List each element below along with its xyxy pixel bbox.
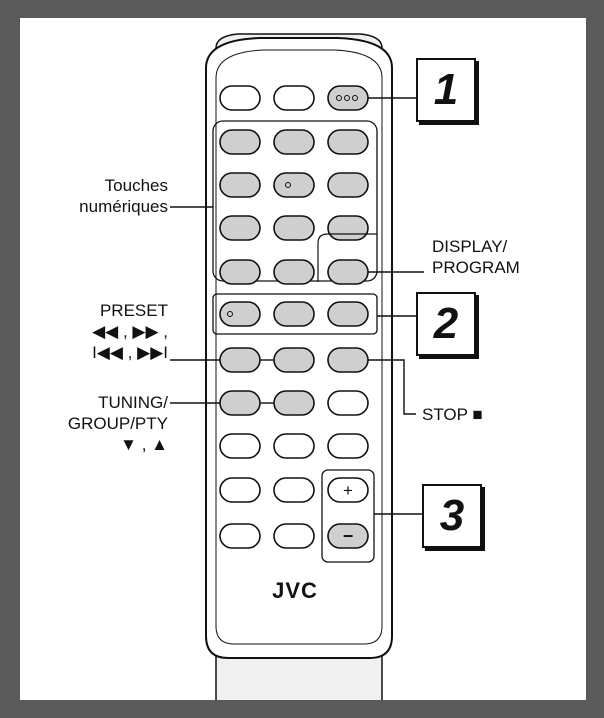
skip-forward-button[interactable] (273, 347, 315, 373)
plain-button-r7c2[interactable] (273, 433, 315, 459)
skip-back-button[interactable] (219, 347, 261, 373)
tuning-label-line2: GROUP/PTY (67, 414, 168, 433)
numeric-key-8[interactable] (273, 215, 315, 241)
mode-dot-icon (352, 95, 358, 101)
tuning-label-line1: TUNING/ (98, 393, 168, 412)
row2-button-left[interactable] (219, 301, 261, 327)
callout-2: 2 (416, 292, 476, 356)
numeric-bracket-line (317, 233, 377, 282)
brand-logo: JVC (272, 578, 318, 603)
volume-down-minus-icon: − (343, 526, 354, 546)
plain-button-r7c1[interactable] (219, 433, 261, 459)
plain-button-r9c2[interactable] (273, 523, 315, 549)
remote-illustration: + − JVC (170, 33, 424, 700)
tuning-label: TUNING/ GROUP/PTY ▼ , ▲ (68, 392, 168, 455)
volume-up-button[interactable] (327, 477, 369, 503)
display-label-line1: DISPLAY/ (432, 237, 508, 256)
preset-label-line2: ◀◀ , ▶▶ , (92, 322, 168, 341)
plain-button-r7c3[interactable] (327, 433, 369, 459)
callout-2-group-frame (212, 293, 378, 335)
numeric-key-5[interactable] (273, 172, 315, 198)
tuning-label-line3: ▼ , ▲ (120, 435, 168, 454)
tuning-up-button[interactable] (273, 390, 315, 416)
tuning-down-button[interactable] (219, 390, 261, 416)
display-program-label: DISPLAY/ PROGRAM (432, 236, 520, 278)
plain-button-r8c1[interactable] (219, 477, 261, 503)
mode-dot-icon (336, 95, 342, 101)
row2-dot-icon (227, 311, 233, 317)
stop-leader (368, 359, 416, 415)
row2-button-right[interactable] (327, 301, 369, 327)
preset-label-line1: PRESET (99, 301, 168, 320)
display-program-button[interactable] (327, 259, 369, 285)
volume-up-plus-icon: + (343, 481, 353, 500)
volume-down-button[interactable] (327, 523, 369, 549)
mode-button[interactable] (327, 85, 369, 111)
preset-label: PRESET ◀◀ , ▶▶ , I◀◀ , ▶▶I (92, 300, 168, 363)
plain-button-r9c1[interactable] (219, 523, 261, 549)
touches-label-line2: numériques (79, 197, 168, 216)
numeric-key-10[interactable] (219, 259, 261, 285)
function-button[interactable] (273, 85, 315, 111)
touches-label: Touches numériques (79, 175, 168, 217)
numeric-key-7[interactable] (219, 215, 261, 241)
numeric-key-5-dot-icon (285, 182, 291, 188)
stop-button[interactable] (327, 347, 369, 373)
numeric-key-6[interactable] (327, 172, 369, 198)
plain-button-r6c3[interactable] (327, 390, 369, 416)
power-button[interactable] (219, 85, 261, 111)
callout-3: 3 (422, 484, 482, 548)
numeric-key-9[interactable] (327, 215, 369, 241)
mode-dot-icon (344, 95, 350, 101)
numeric-key-0[interactable] (273, 259, 315, 285)
preset-label-line3: I◀◀ , ▶▶I (92, 343, 168, 362)
touches-label-line1: Touches (104, 176, 168, 195)
row2-button-middle[interactable] (273, 301, 315, 327)
numeric-key-2[interactable] (273, 129, 315, 155)
numeric-key-4[interactable] (219, 172, 261, 198)
numeric-key-3[interactable] (327, 129, 369, 155)
diagram-frame: + − JVC Touches numériques PRESET ◀◀ , ▶… (20, 18, 586, 700)
display-label-line2: PROGRAM (432, 258, 520, 277)
numeric-key-1[interactable] (219, 129, 261, 155)
callout-1: 1 (416, 58, 476, 122)
remote-inner-outline (215, 49, 383, 645)
stop-label: STOP ■ (422, 405, 483, 424)
plain-button-r8c2[interactable] (273, 477, 315, 503)
volume-group-frame (321, 469, 375, 563)
